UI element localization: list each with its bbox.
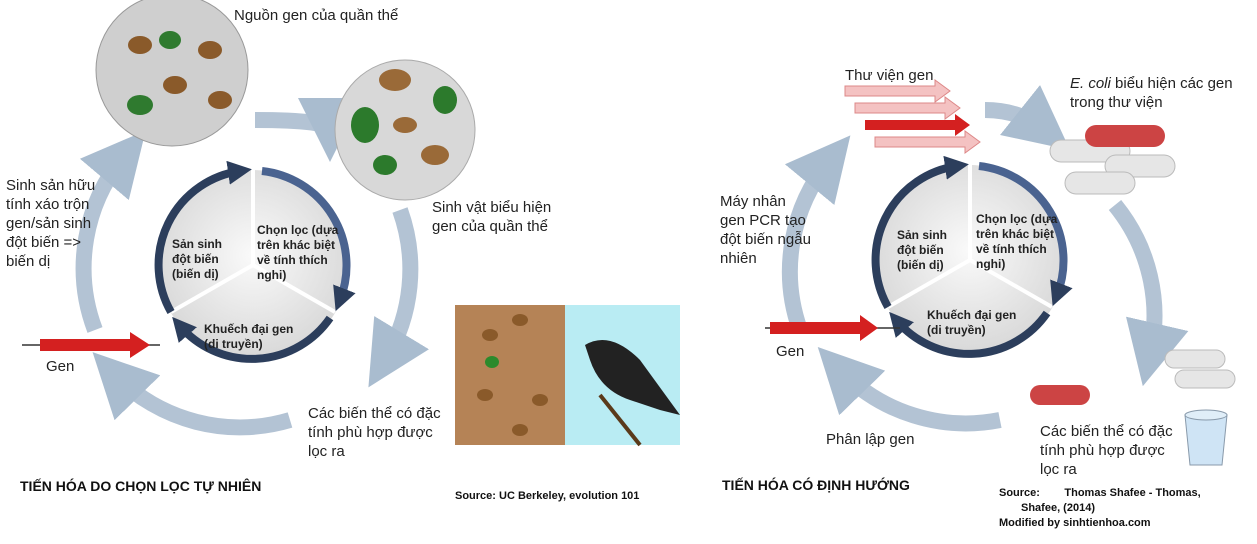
right-inner-mutation: Sản sinh đột biến (biến dị) [897,228,948,272]
left-inner-mutation: Sản sinh đột biến (biến dị) [172,237,223,281]
trash-icon [1184,409,1228,466]
pcr-label: Máy nhân gen PCR tạo đột biến ngẫu nhiên [720,193,811,267]
left-inner-selection: Chọn lọc (dựa trên khác biệt về tính thí… [257,223,339,282]
sexual-reproduction-label: Sinh sản hữu tính xáo trộn gen/sản sinh … [6,177,96,270]
right-source-line3: Modified by sinhtienhoa.com [999,517,1151,529]
left-outer-cycle-arrows [75,97,429,436]
right-gene-arrow [770,315,878,341]
right-source-line1: Source: Thomas Shafee - Thomas, [999,487,1201,499]
left-gene-arrow [40,332,150,358]
left-gene-label: Gen [46,358,75,375]
isolate-gene-label: Phân lập gen [826,431,915,448]
ecoli-label: E. coli biểu hiện các gen trong thư viện [1070,74,1240,112]
gene-library-arrows [844,79,981,154]
right-inner-selection: Chọn lọc (dựa trên khác biệt về tính thí… [976,212,1058,271]
right-filtered-label: Các biến thể có đặc tính phù hợp được lọ… [1040,423,1173,478]
gene-pool-beetles-image [95,0,249,147]
right-gene-label: Gen [776,343,805,360]
gene-library-label: Thư viện gen [845,67,934,84]
left-source: Source: UC Berkeley, evolution 101 [455,490,640,502]
tree-bark-image [455,305,565,445]
left-inner-amplify: Khuếch đại gen (di truyền) [204,322,294,351]
organisms-label: Sinh vật biểu hiện gen của quần thể [432,199,552,235]
bird-image [585,340,680,415]
ecoli-rest: biểu hiện các gen trong thư viện [1070,75,1233,111]
right-inner-amplify: Khuếch đại gen (di truyền) [927,308,1017,337]
right-title: TIẾN HÓA CÓ ĐỊNH HƯỚNG [722,477,910,493]
right-source-line2: Shafee, (2014) [1021,502,1095,514]
ecoli-pills-image [1049,125,1176,195]
ecoli-italic: E. coli [1070,75,1111,92]
filtered-pills-image [1030,349,1236,405]
left-title: TIẾN HÓA DO CHỌN LỌC TỰ NHIÊN [20,478,262,494]
left-filtered-label: Các biến thể có đặc tính phù hợp được lọ… [308,405,441,460]
gene-pool-label: Nguồn gen của quần thể [234,7,399,24]
